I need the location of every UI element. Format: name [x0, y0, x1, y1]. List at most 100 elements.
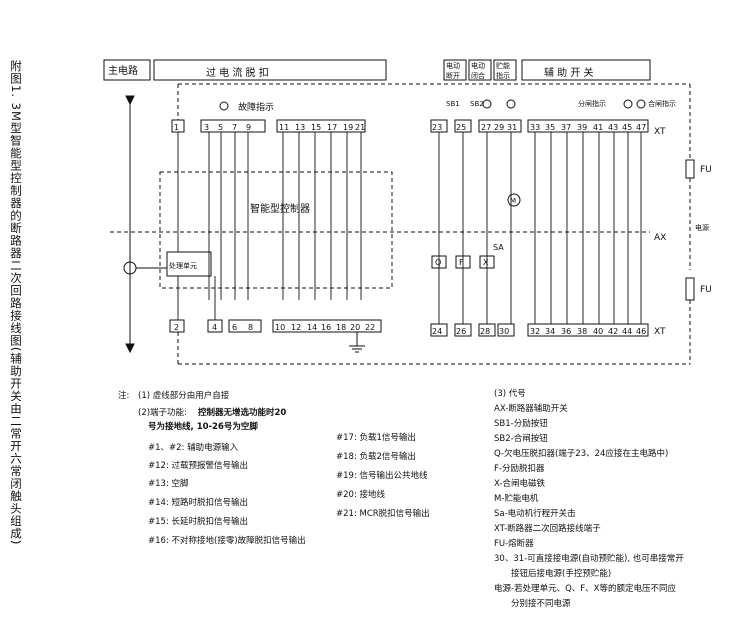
svg-text:FU: FU	[700, 165, 712, 175]
svg-text:断开: 断开	[446, 71, 460, 80]
svg-text:XT: XT	[654, 327, 666, 337]
svg-text:SB2: SB2	[470, 100, 484, 108]
svg-text:AX: AX	[654, 233, 666, 243]
note-2-bold-2: 号为接地线, 10-26号为空脚	[148, 422, 258, 432]
svg-text:12: 12	[291, 323, 301, 332]
svg-text:26: 26	[456, 327, 466, 336]
svg-text:41: 41	[593, 123, 603, 132]
svg-text:7: 7	[232, 123, 237, 132]
svg-text:43: 43	[608, 123, 618, 132]
mid-note-item: #20: 接地线	[336, 490, 386, 500]
svg-text:FU: FU	[700, 285, 712, 295]
svg-text:X: X	[483, 258, 489, 267]
left-note-item: #16: 不对称接地(接零)故障脱扣信号输出	[148, 536, 306, 546]
processor-label: 处理单元	[169, 261, 197, 270]
svg-text:35: 35	[545, 123, 555, 132]
left-note-item: #13: 空脚	[148, 479, 189, 489]
svg-text:34: 34	[545, 327, 555, 336]
svg-text:27: 27	[481, 123, 491, 132]
left-note-item: #12: 过载预报警信号输出	[148, 461, 249, 471]
svg-text:M: M	[510, 197, 516, 205]
mid-note-item: #17: 负载1信号输出	[336, 433, 416, 443]
left-note-item: #1、#2: 辅助电源输入	[148, 443, 239, 453]
svg-text:24: 24	[432, 327, 442, 336]
right-note-item: Sa-电动机行程开关击	[494, 509, 576, 519]
fault-indicator-label: 故障指示	[238, 101, 274, 113]
svg-text:电动: 电动	[446, 61, 460, 70]
svg-text:47: 47	[636, 123, 646, 132]
svg-text:2: 2	[174, 323, 179, 332]
electric-close-box	[468, 59, 492, 81]
notes-heading: 注:	[118, 391, 130, 401]
right-note-item: 30、31-可直接接电源(自动预贮能), 也可串接常开	[494, 554, 684, 564]
fuse-bottom	[685, 277, 695, 301]
right-note-item: X-合闸电磁铁	[494, 479, 545, 489]
svg-text:15: 15	[311, 123, 321, 132]
right-note-item: SB2-合闸按钮	[494, 434, 548, 444]
svg-text:4: 4	[212, 323, 217, 332]
svg-text:贮能: 贮能	[496, 61, 510, 70]
svg-text:16: 16	[321, 323, 331, 332]
right-note-item: 电源-若处理单元、Q、F、X等的额定电压不同应	[494, 584, 676, 594]
svg-text:45: 45	[622, 123, 632, 132]
main-circuit-box	[103, 59, 151, 81]
overcurrent-label: 过 电 流 脱 扣	[206, 66, 269, 79]
right-note-item: SB1-分励按钮	[494, 419, 548, 429]
svg-text:40: 40	[593, 327, 603, 336]
svg-text:44: 44	[622, 327, 632, 336]
mid-note-item: #19: 信号输出公共地线	[336, 471, 428, 481]
electric-open-box	[443, 59, 467, 81]
mid-note-item: #18: 负载2信号输出	[336, 452, 416, 462]
svg-text:21: 21	[355, 123, 365, 132]
svg-text:3: 3	[204, 123, 209, 132]
right-note-item: 分别接不同电源	[494, 599, 571, 609]
right-note-item: AX-断路器辅助开关	[494, 404, 568, 414]
svg-text:11: 11	[279, 123, 289, 132]
fuse-top	[685, 159, 695, 179]
svg-text:19: 19	[343, 123, 353, 132]
svg-text:23: 23	[432, 123, 442, 132]
controller-box	[159, 171, 393, 289]
right-note-item: (3) 代号	[494, 389, 526, 399]
svg-text:闭合: 闭合	[471, 71, 485, 80]
svg-text:39: 39	[577, 123, 587, 132]
svg-text:25: 25	[456, 123, 466, 132]
svg-text:Q: Q	[435, 258, 441, 267]
svg-text:18: 18	[336, 323, 346, 332]
overcurrent-box	[153, 59, 387, 81]
svg-text:10: 10	[275, 323, 285, 332]
svg-text:31: 31	[507, 123, 517, 132]
svg-text:28: 28	[480, 327, 490, 336]
svg-text:电源: 电源	[695, 223, 709, 232]
svg-text:F: F	[459, 258, 464, 267]
svg-text:37: 37	[561, 123, 571, 132]
svg-text:XT: XT	[654, 127, 666, 137]
right-note-item: 接钮后接电源(手控预贮能)	[494, 569, 612, 579]
svg-text:合闸指示: 合闸指示	[648, 99, 676, 108]
svg-text:29: 29	[494, 123, 504, 132]
right-note-item: M-贮能电机	[494, 494, 539, 504]
svg-text:38: 38	[577, 327, 587, 336]
left-note-item: #14: 短路时脱扣信号输出	[148, 498, 249, 508]
right-note-item: XT-断路器二次回路接线端子	[494, 524, 601, 534]
right-note-item: Q-欠电压脱扣器(端子23、24应接在主电路中)	[494, 449, 669, 459]
svg-text:14: 14	[307, 323, 317, 332]
svg-text:6: 6	[232, 323, 237, 332]
svg-text:指示: 指示	[496, 71, 510, 80]
svg-text:36: 36	[561, 327, 571, 336]
note-2-prefix: (2)端子功能:	[138, 408, 187, 418]
svg-text:20: 20	[350, 323, 360, 332]
main-circuit-label: 主电路	[108, 64, 138, 77]
svg-text:8: 8	[248, 323, 253, 332]
energy-indicator-box	[493, 59, 517, 81]
figure-caption: 附图1. 3M型智能型控制器的断路器二次回路接线图(辅助开关由二常开六常闭触头组…	[9, 60, 23, 546]
svg-text:22: 22	[365, 323, 375, 332]
svg-text:9: 9	[246, 123, 251, 132]
mid-note-item: #21: MCR脱扣信号输出	[336, 509, 430, 519]
aux-switch-label: 辅 助 开 关	[544, 66, 594, 79]
controller-label: 智能型控制器	[250, 202, 310, 215]
svg-text:46: 46	[636, 327, 646, 336]
svg-text:42: 42	[608, 327, 618, 336]
svg-text:电动: 电动	[471, 61, 485, 70]
